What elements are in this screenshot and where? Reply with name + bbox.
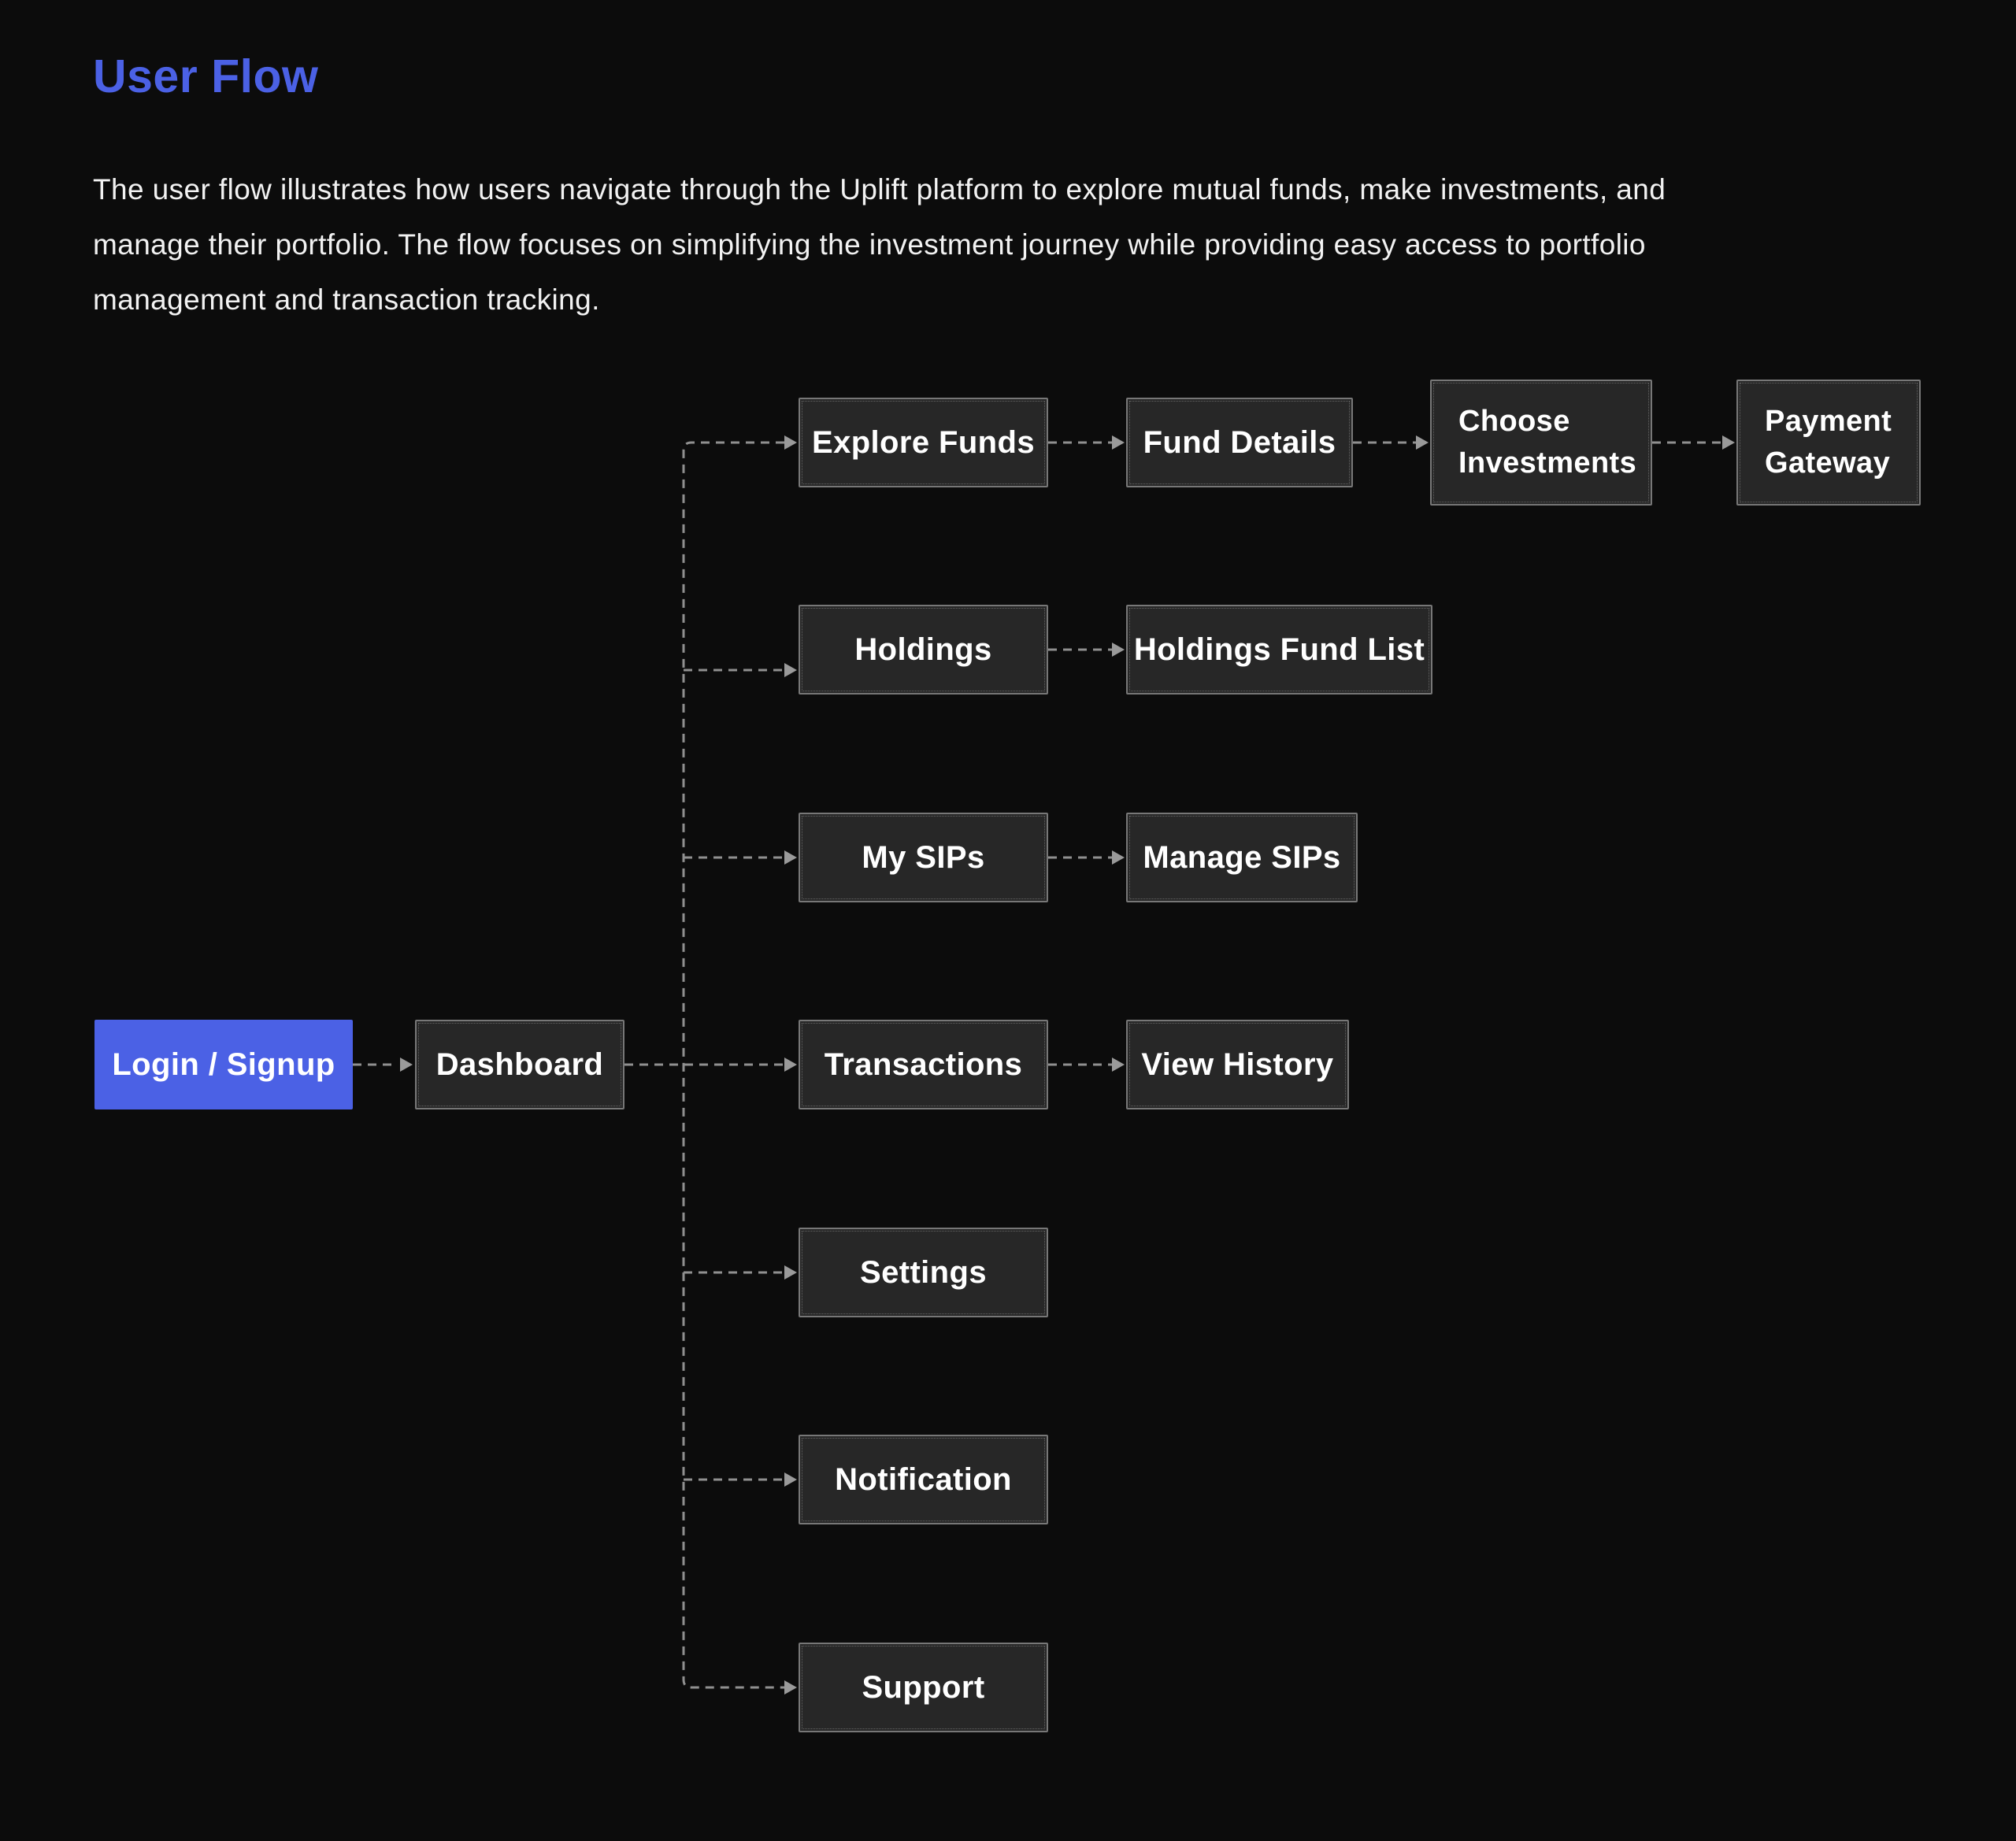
connector-trunk-explore-support: [682, 441, 784, 1689]
node-label: View History: [1141, 1046, 1334, 1082]
node-holdings: Holdings: [799, 605, 1048, 695]
node-label: Settings: [860, 1254, 987, 1290]
node-manage-sips: Manage SIPs: [1126, 813, 1358, 902]
node-label: Manage SIPs: [1143, 839, 1341, 875]
node-dashboard: Dashboard: [415, 1020, 624, 1109]
arrowhead: [400, 1058, 413, 1072]
node-label: Holdings Fund List: [1133, 632, 1425, 667]
node-label: Dashboard: [435, 1046, 604, 1082]
node-label: Login / Signup: [112, 1046, 335, 1082]
node-label: Fund Details: [1143, 424, 1336, 460]
node-label: Explore Funds: [811, 424, 1035, 460]
arrowhead: [784, 663, 797, 677]
arrowhead: [784, 1680, 797, 1695]
arrowhead: [784, 1265, 797, 1280]
node-label: My SIPs: [862, 839, 985, 875]
node-support: Support: [799, 1643, 1048, 1732]
node-label: Transactions: [824, 1046, 1023, 1082]
arrowhead: [784, 435, 797, 450]
arrowhead: [1112, 643, 1125, 657]
node-my-sips: My SIPs: [799, 813, 1048, 902]
arrowhead: [784, 1058, 797, 1072]
arrowhead: [1112, 1058, 1125, 1072]
node-login-signup: Login / Signup: [94, 1020, 353, 1109]
arrowhead: [1112, 850, 1125, 865]
node-settings: Settings: [799, 1228, 1048, 1317]
node-explore-funds: Explore Funds: [799, 398, 1048, 487]
arrowhead: [1722, 435, 1735, 450]
node-label: Holdings: [854, 632, 992, 667]
node-choose-investments: Choose Investments: [1430, 380, 1652, 506]
node-view-history: View History: [1126, 1020, 1349, 1109]
node-label: Notification: [835, 1461, 1012, 1497]
arrowhead: [1112, 435, 1125, 450]
node-fund-details: Fund Details: [1126, 398, 1353, 487]
description-line: manage their portfolio. The flow focuses…: [93, 228, 1646, 261]
page-title: User Flow: [93, 50, 319, 102]
node-holdings-fund-list: Holdings Fund List: [1126, 605, 1432, 695]
arrowhead: [784, 1472, 797, 1487]
node-label: Support: [862, 1669, 985, 1705]
node-transactions: Transactions: [799, 1020, 1048, 1109]
arrowhead: [784, 850, 797, 865]
node-notification: Notification: [799, 1435, 1048, 1524]
page-description: The user flow illustrates how users navi…: [93, 162, 1666, 328]
node-payment-gateway: Payment Gateway: [1736, 380, 1921, 506]
description-line: The user flow illustrates how users navi…: [93, 173, 1666, 206]
node-label: Choose Investments: [1458, 405, 1637, 480]
arrowhead: [1416, 435, 1429, 450]
node-label: Payment Gateway: [1765, 405, 1892, 480]
description-line: management and transaction tracking.: [93, 283, 600, 316]
